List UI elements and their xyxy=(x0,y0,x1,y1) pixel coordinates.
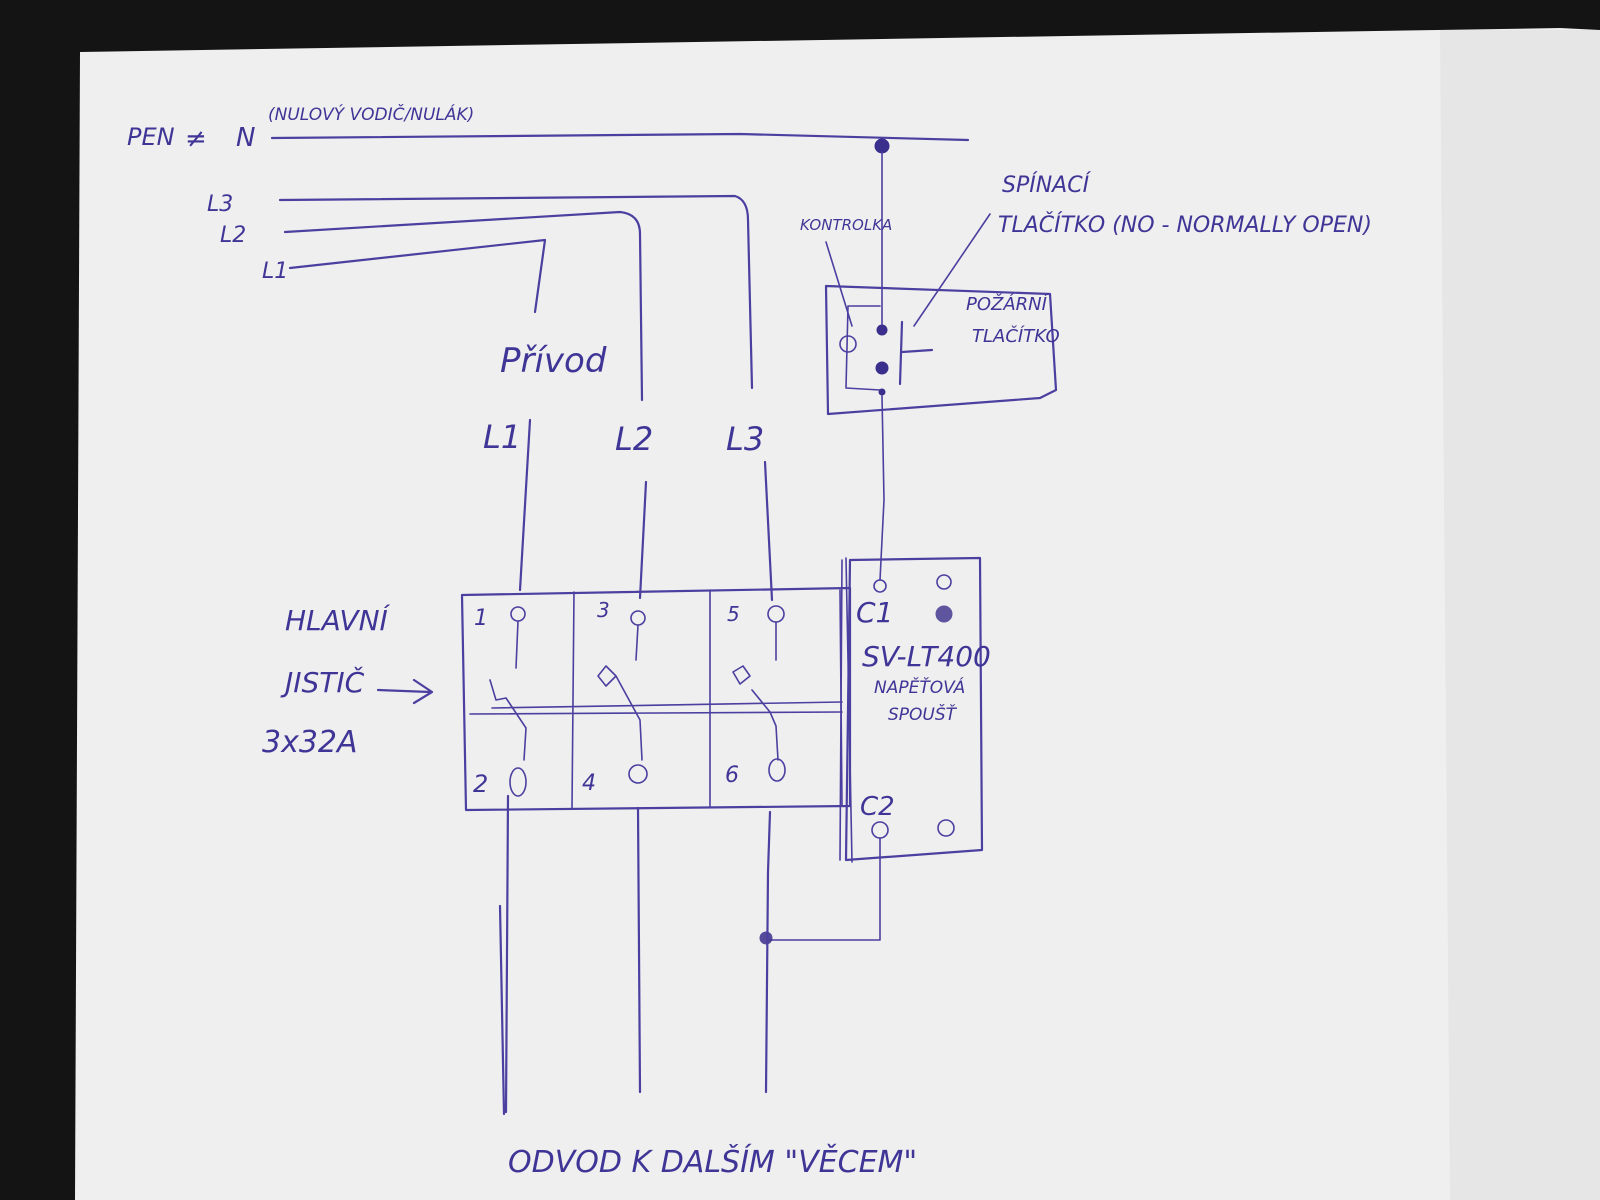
pen-label: PEN xyxy=(127,123,175,151)
wire-l1-down xyxy=(518,418,532,592)
switch-contact-top xyxy=(876,324,888,336)
pushbutton-icon xyxy=(898,320,934,386)
breaker-title: HLAVNÍ xyxy=(285,603,391,637)
neutral-wire xyxy=(270,132,970,142)
switch-contact-bottom xyxy=(875,361,889,375)
wire-l2-supply xyxy=(283,210,644,402)
kontrolka-lamp-icon xyxy=(839,335,857,353)
neutral-note: (NULOVÝ VODIČ/NULÁK) xyxy=(268,103,474,125)
neutral-letter: N xyxy=(236,123,255,153)
breaker-mech-bar-top xyxy=(491,701,843,709)
terminal-5-label: 5 xyxy=(727,602,740,626)
terminal-4-label: 4 xyxy=(582,771,596,796)
terminal-6 xyxy=(768,758,786,782)
wire-l3-supply xyxy=(278,194,754,390)
supply-label-l2: L2 xyxy=(220,223,246,248)
shunt-trip-unit: C1 SV-LT400 NAPĚŤOVÁ SPOUŠŤ C2 xyxy=(839,556,991,863)
terminal-c2b xyxy=(937,819,955,837)
neutral-junction xyxy=(874,138,890,154)
trip-model: SV-LT400 xyxy=(862,640,991,673)
trip-desc1: NAPĚŤOVÁ xyxy=(874,676,965,698)
spinaci-label: SPÍNACÍ xyxy=(1002,172,1092,198)
paper-sheet xyxy=(75,28,1600,1200)
c1-label: C1 xyxy=(856,596,893,629)
wire-l1-supply xyxy=(288,238,547,314)
arrow-right-icon xyxy=(376,678,434,705)
breaker-title2: JISTIČ xyxy=(280,665,365,699)
paper-shadow xyxy=(1440,30,1600,1200)
scribble-mark xyxy=(935,605,953,623)
breaker-rating: 3x32A xyxy=(262,725,358,760)
indicator-loop xyxy=(845,305,881,391)
phase-label-l1: L1 xyxy=(483,418,521,456)
terminal-6-label: 6 xyxy=(725,763,739,788)
terminal-2 xyxy=(509,767,527,797)
fire-label1: POŽÁRNÍ xyxy=(966,293,1049,315)
contact-5 xyxy=(732,621,779,761)
outgoing-label: ODVOD K DALŠÍM "VĚCEM" xyxy=(508,1143,917,1180)
out-wire-l3 xyxy=(764,810,772,1094)
control-wire-c2-return xyxy=(769,837,881,941)
terminal-4 xyxy=(628,764,648,784)
contact-3 xyxy=(597,624,643,761)
wire-l2-down xyxy=(638,480,648,600)
l3-junction xyxy=(759,931,773,945)
breaker-mech-bar-bottom xyxy=(469,711,843,715)
phase-label-l3: L3 xyxy=(726,420,764,458)
phase-label-l2: L2 xyxy=(615,420,653,458)
fire-box-outline xyxy=(824,284,1058,416)
out-wire-l1 xyxy=(498,794,510,1116)
contact-1 xyxy=(489,620,527,761)
wire-l3-down xyxy=(763,460,774,602)
terminal-c1b xyxy=(936,574,952,590)
shunt-trip-box xyxy=(844,556,984,862)
trip-desc2: SPOUŠŤ xyxy=(888,703,958,725)
privod-label: Přívod xyxy=(500,341,607,381)
switch-contact-out xyxy=(878,388,886,396)
main-breaker: HLAVNÍ JISTIČ 3x32A 1 3 5 2 4 6 xyxy=(262,586,852,812)
phase-supply-wires: L3 L2 L1 Přívod xyxy=(207,192,754,402)
c2-label: C2 xyxy=(860,792,895,822)
fire-button-box: SPÍNACÍ TLAČÍTKO (NO - NORMALLY OPEN) KO… xyxy=(800,172,1372,416)
spinaci-label2: TLAČÍTKO (NO - NORMALLY OPEN) xyxy=(998,212,1372,238)
spinaci-leader xyxy=(913,213,991,327)
terminal-1-label: 1 xyxy=(474,606,488,631)
supply-label-l3: L3 xyxy=(207,192,233,217)
control-wire-to-c1 xyxy=(879,395,885,581)
shunt-trip-edge xyxy=(839,557,853,863)
out-wire-l2 xyxy=(636,806,642,1094)
neutral-conductor: PEN ≠ N (NULOVÝ VODIČ/NULÁK) xyxy=(127,103,970,154)
terminal-2-label: 2 xyxy=(473,770,488,798)
terminal-3-label: 3 xyxy=(597,598,610,622)
kontrolka-label: KONTROLKA xyxy=(800,216,892,234)
supply-label-l1: L1 xyxy=(262,259,288,284)
breaker-divider-1 xyxy=(571,591,575,809)
breaker-box xyxy=(460,586,852,812)
fire-label2: TLAČÍTKO xyxy=(972,325,1060,347)
strike-mark: ≠ xyxy=(185,124,207,154)
